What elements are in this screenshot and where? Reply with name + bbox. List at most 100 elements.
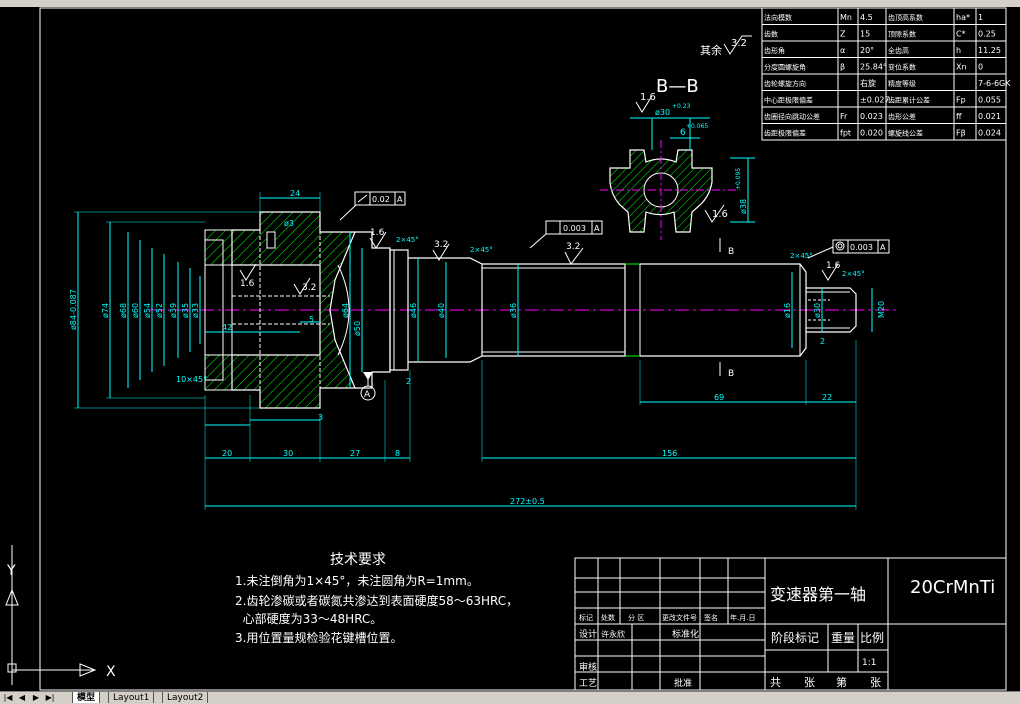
section-tol-b: +0.095: [735, 168, 742, 190]
param-cell: α: [840, 46, 845, 55]
title-h-count: 处数: [601, 613, 615, 622]
param-cell: 变位系数: [888, 63, 916, 72]
tab-prev-icon[interactable]: ◀: [18, 693, 26, 702]
dim-d74: ø74: [101, 303, 110, 318]
tab-next-icon[interactable]: ▶: [32, 693, 40, 702]
dim-d30: ø30: [813, 303, 822, 318]
ucs-icon: [5, 545, 97, 685]
roughness-marks: [239, 231, 839, 295]
dim-d64: ø64: [341, 303, 350, 318]
param-cell: 0.024: [978, 129, 1001, 138]
param-cell: 齿轮螺旋方向: [764, 79, 806, 88]
title-h-sign: 签名: [704, 613, 718, 622]
section-dia-inner: ø30: [655, 108, 670, 117]
param-cell: ff: [956, 112, 962, 121]
title-standard: 标准化: [672, 628, 699, 640]
dim-len30: 30: [283, 449, 293, 458]
param-cell: 7-6-6GK: [978, 79, 1011, 88]
param-cell: 4.5: [860, 13, 873, 22]
param-cell: 25.84°: [860, 63, 887, 72]
title-process: 工艺: [579, 678, 597, 689]
param-cell: Mn: [840, 13, 852, 22]
param-cell: 齿形角: [764, 46, 785, 55]
dim-d36: ø36: [509, 303, 518, 318]
tab-model[interactable]: 模型: [72, 692, 101, 703]
dim-cham4: 2×45°: [790, 252, 813, 260]
title-weight: 重量: [831, 631, 855, 645]
param-cell: C*: [956, 30, 966, 39]
param-cell: 螺旋线公差: [888, 129, 923, 138]
dim-hole: ø3: [284, 219, 294, 228]
title-designer: 许永欣: [601, 629, 625, 639]
dim-len8: 8: [395, 449, 400, 458]
gdt-cyl-value: 0.003: [563, 224, 586, 233]
param-cell: 齿数: [764, 30, 778, 39]
dim-len69: 69: [714, 393, 724, 402]
gdt-runout-value: 0.02: [372, 195, 390, 204]
tab-layout1[interactable]: Layout1: [108, 692, 155, 703]
dim-d16: ø16: [783, 303, 792, 318]
dim-d39: ø39: [169, 303, 178, 318]
dim-len5: 5: [309, 315, 314, 324]
param-cell: 齿圈径向跳动公差: [764, 112, 820, 121]
layout-tab-bar: |◀ ◀ ▶ ▶| 模型 Layout1 Layout2: [0, 691, 1020, 704]
param-cell: 顶隙系数: [888, 30, 916, 39]
section-rough: 1.6: [640, 92, 656, 103]
param-cell: Fp: [956, 96, 966, 105]
ucs-x: X: [106, 664, 116, 680]
dim-len24: 24: [290, 189, 300, 198]
dim-len22: 22: [822, 393, 832, 402]
param-cell: 20°: [860, 46, 874, 55]
section-tol-a: +0.23: [672, 103, 691, 110]
section-dia-outer: ø38: [739, 199, 748, 214]
shaft-view: [150, 211, 900, 409]
title-review: 审核: [579, 661, 597, 673]
param-cell: 齿距极限偏差: [764, 129, 806, 138]
title-sheet-2: 张: [804, 676, 815, 689]
dim-len2b: 2: [820, 337, 825, 346]
param-cell: 法向模数: [764, 13, 792, 22]
ucs-y: Y: [6, 563, 16, 579]
toolbar-strip: [0, 0, 1020, 7]
dim-m20: M20: [877, 301, 886, 318]
gdt-conc-value: 0.003: [850, 243, 873, 252]
tab-layout2[interactable]: Layout2: [162, 692, 209, 703]
dim-d46: ø46: [409, 303, 418, 318]
rough-3: 3.2: [566, 242, 580, 252]
dim-total: 272±0.5: [510, 497, 545, 506]
section-width: 6: [680, 128, 686, 138]
gdt-cyl-ref: A: [594, 224, 600, 233]
rest-roughness: 其余 3.2: [700, 35, 752, 57]
param-cell: 精度等级: [888, 79, 916, 88]
tab-first-icon[interactable]: |◀: [3, 693, 13, 702]
dim-d68: ø68: [119, 303, 128, 318]
title-h-doc: 更改文件号: [662, 613, 697, 622]
tab-last-icon[interactable]: ▶|: [45, 693, 55, 702]
dim-len20: 20: [222, 449, 232, 458]
dim-d60: ø60: [131, 303, 140, 318]
gdt-runout-ref: A: [397, 195, 403, 204]
dim-len2: 2: [406, 377, 411, 386]
notes-line-4: 3.用位置量规检验花键槽位置。: [235, 630, 402, 645]
dim-cham5: 2×45°: [842, 270, 865, 278]
rest-roughness-label: 其余: [700, 43, 722, 57]
gdt-frames: [339, 191, 890, 259]
dim-d50: ø50: [353, 321, 362, 336]
title-scale: 比例: [860, 631, 884, 645]
dim-len42: 42: [222, 323, 232, 332]
dim-d54: ø54: [143, 303, 152, 318]
param-cell: 齿形公差: [888, 112, 916, 121]
section-bb: B—B ø30 +0.23 6 +0.065 ø38 +0.095 1.6 1.…: [600, 76, 755, 240]
notes-title: 技术要求: [330, 552, 386, 568]
title-h-zone: 分 区: [628, 613, 644, 622]
drawing-frame: [39, 7, 1007, 691]
dim-d35: ø35: [181, 303, 190, 318]
section-rough2: 1.6: [712, 209, 728, 220]
param-cell: 0.25: [978, 30, 996, 39]
technical-notes: 技术要求 1.未注倒角为1×45°，未注圆角为R=1mm。 2.齿轮渗碳或者碳氮…: [235, 552, 518, 645]
param-cell: 11.25: [978, 46, 1001, 55]
param-cell: Fr: [840, 112, 848, 121]
title-part-name: 变速器第一轴: [770, 585, 866, 604]
